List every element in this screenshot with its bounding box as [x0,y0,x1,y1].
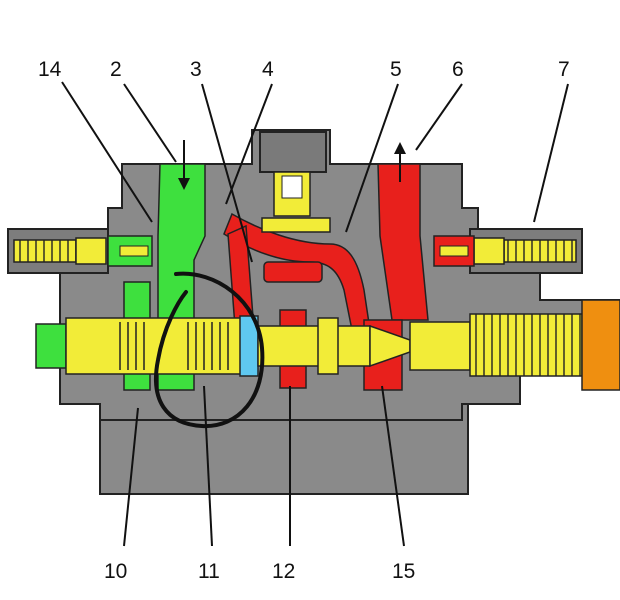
callout-10: 10 [104,560,127,583]
callout-leaders [61,81,569,547]
flow-arrow-down-icon [178,140,190,190]
callout-12: 12 [272,560,295,583]
top-cap [259,131,327,173]
flow-arrow-up-icon [394,142,406,182]
callout-3: 3 [190,58,202,81]
hand-drawn-circle-annotation [153,271,265,429]
callout-6: 6 [452,58,464,81]
callout-15: 15 [392,560,415,583]
left-relief-valve [7,228,153,274]
callout-11: 11 [198,560,220,583]
main-spool [35,299,620,391]
callout-5: 5 [390,58,402,81]
right-relief-valve [433,228,583,274]
callout-14: 14 [38,58,62,81]
callout-4: 4 [262,58,274,81]
callout-7: 7 [558,58,570,81]
callout-2: 2 [110,58,122,81]
